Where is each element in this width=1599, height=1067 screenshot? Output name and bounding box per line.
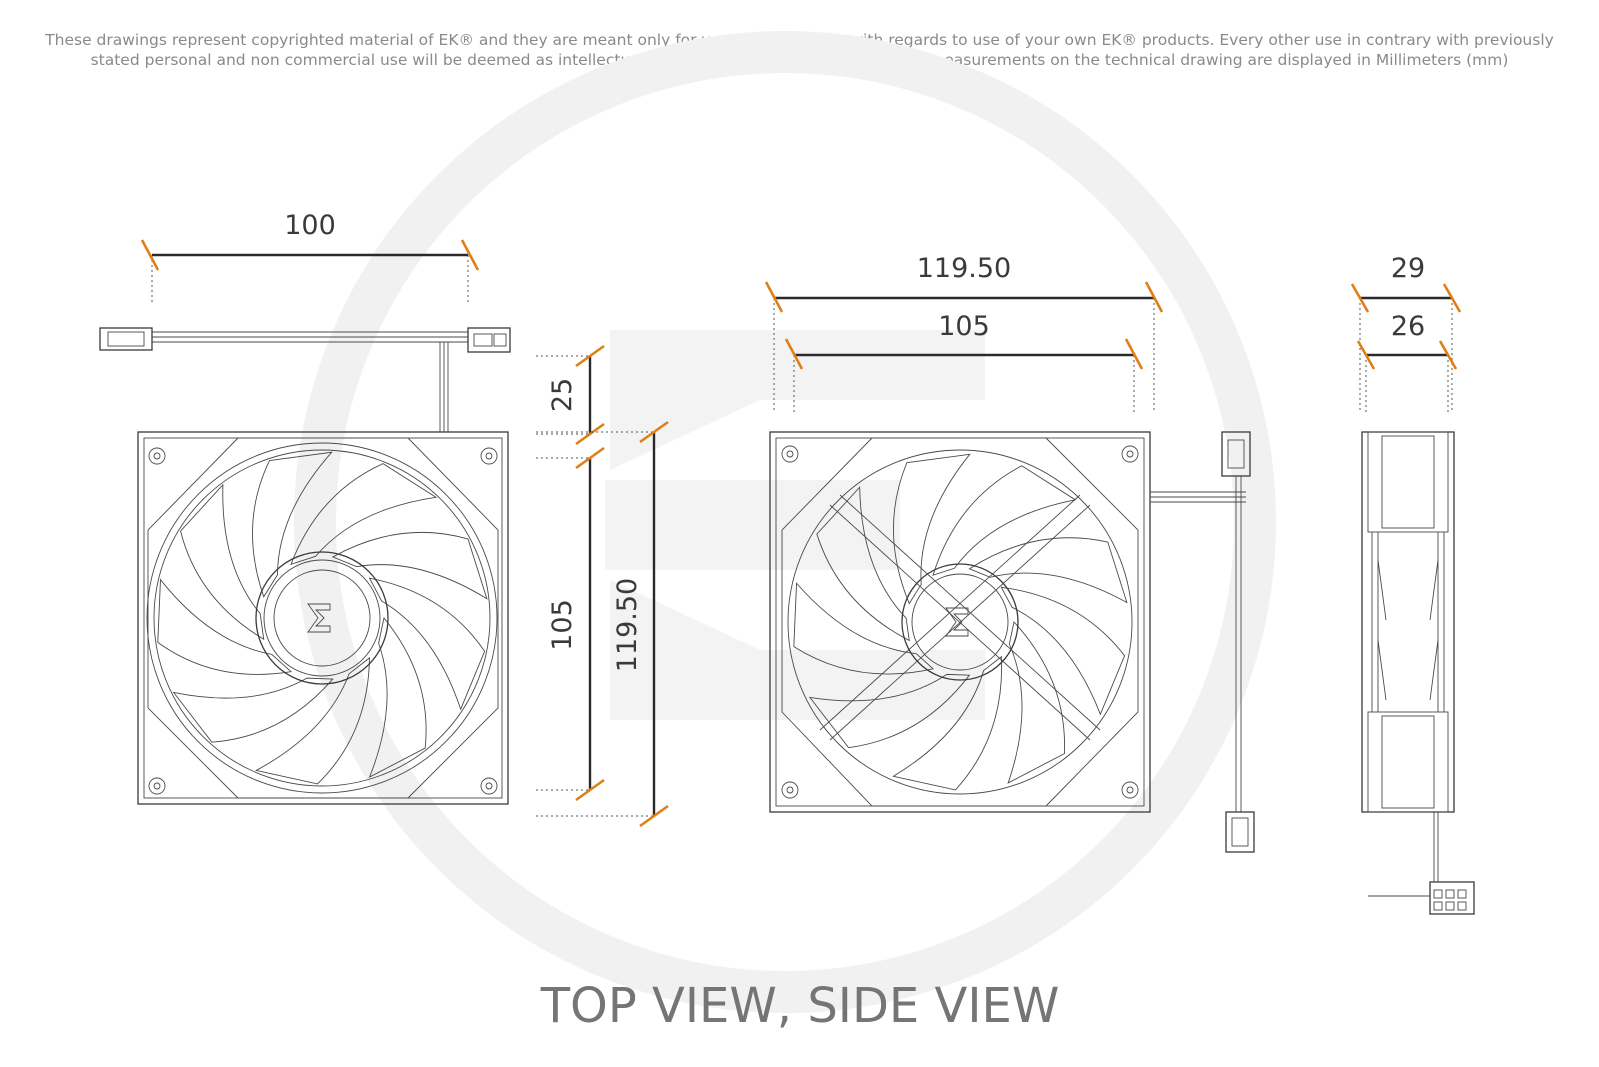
fan-blade: [254, 656, 370, 785]
fan-blade: [816, 486, 910, 642]
fan-1-cable: [99, 327, 511, 432]
dim-side-depth-label: 29: [1391, 253, 1425, 284]
dim-vertical-outer: 119.50: [536, 420, 669, 828]
fan-blade: [932, 465, 1077, 576]
dim-front-width: 119.50: [764, 253, 1164, 412]
dim-vertical-inner: 25 105: [536, 344, 605, 802]
dim-cable-offset-label: 25: [547, 378, 578, 412]
fan-blade: [892, 655, 1003, 791]
dim-hole-spacing-label: 105: [547, 599, 578, 651]
fan-blade: [1007, 621, 1066, 784]
ek-hub-logo-icon: [307, 603, 331, 633]
ek-logo-watermark: [294, 31, 1276, 1013]
fan-blade: [808, 673, 971, 749]
dim-front-hole-spacing-label: 105: [938, 311, 990, 342]
fan-blade: [368, 577, 486, 711]
fan-blade: [290, 463, 438, 566]
fan-front-view: [769, 431, 1255, 853]
fan-3-cable: [1368, 812, 1475, 915]
fan-blade: [968, 537, 1128, 604]
fan-blade: [893, 453, 971, 605]
fan-blade: [252, 451, 333, 598]
dim-top-width: 100: [140, 210, 480, 305]
fan-2-cable: [1150, 431, 1255, 853]
fan-blade: [180, 483, 265, 641]
ek-hub-logo-icon-2: [945, 607, 969, 637]
fan-top-view: [99, 327, 511, 805]
dim-side-depth: 29: [1350, 253, 1462, 412]
dim-side-inner-label: 26: [1391, 311, 1425, 342]
fan-2-struts: [819, 494, 1101, 741]
dim-top-width-label: 100: [284, 210, 336, 241]
fan-blade: [157, 578, 293, 675]
fan-side-view: [1361, 431, 1475, 915]
view-caption: TOP VIEW, SIDE VIEW: [540, 978, 1060, 1034]
fan-blade: [793, 582, 934, 675]
dim-front-width-label: 119.50: [917, 253, 1011, 284]
fan-blade: [331, 531, 488, 600]
fan-blade: [368, 616, 427, 778]
dim-height-label: 119.50: [612, 578, 643, 672]
dim-front-hole-spacing: 105: [784, 311, 1144, 412]
fan-blade: [172, 677, 334, 743]
dim-side-inner: 26: [1356, 311, 1458, 412]
fan-blade: [1000, 586, 1126, 716]
